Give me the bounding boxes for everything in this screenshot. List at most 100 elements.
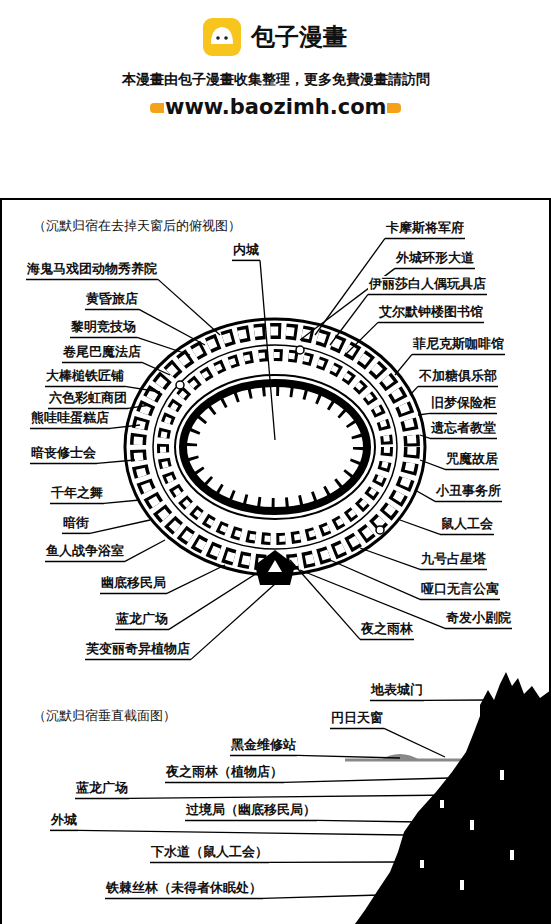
place-label: 卷尾巴魔法店 (62, 344, 142, 361)
leader-line (420, 599, 500, 601)
leader-line (142, 362, 170, 375)
leader-line (62, 362, 142, 364)
place-label: 奇发小剧院 (445, 610, 512, 627)
leader-line (290, 560, 360, 639)
leader-line (167, 565, 225, 593)
leader-line (260, 260, 275, 440)
place-label: 咒魔故居 (445, 451, 499, 468)
place-label: 芙变丽奇异植物店 (85, 641, 191, 658)
leader-line (50, 503, 104, 505)
leader-line (378, 322, 484, 324)
place-label: 伊丽莎白人偶玩具店 (368, 276, 487, 293)
panel-frame (1, 199, 550, 924)
place-label: 六色彩虹商团 (48, 390, 128, 407)
place-label: 哑口无言公寓 (420, 581, 500, 598)
leader-line (395, 268, 475, 270)
leader-line (370, 700, 424, 702)
place-label: 幽底移民局 (100, 575, 167, 592)
leader-line (300, 570, 445, 628)
leader-line (284, 778, 450, 782)
leader-line (395, 354, 412, 375)
leader-line (410, 386, 418, 395)
leader-line (232, 260, 260, 262)
leader-line (90, 520, 150, 533)
leader-line (158, 279, 220, 335)
leader-line (48, 408, 128, 410)
place-label: 夜之雨林（植物店） (165, 764, 284, 781)
leader-line (440, 534, 494, 536)
leader-line (420, 435, 430, 438)
place-label: 円日天窗 (330, 710, 384, 727)
leader-line (185, 820, 317, 822)
place-label: 暗丧修士会 (30, 445, 97, 462)
leader-line (330, 728, 384, 730)
leader-line (150, 862, 269, 864)
place-label: 不加糖俱乐部 (418, 368, 498, 385)
leader-line (415, 490, 435, 501)
leader-line (430, 413, 497, 415)
place-label: 大棒槌铁匠铺 (45, 368, 125, 385)
leader-line (129, 795, 455, 798)
place-label: 九号占星塔 (420, 551, 487, 568)
place-label: 外城 (50, 812, 78, 829)
leader-line (26, 279, 158, 281)
leader-line (418, 413, 430, 415)
heading-text: 本漫畫由包子漫畫收集整理，更多免費漫畫請訪問 (121, 70, 431, 88)
place-label: 黎明竞技场 (70, 319, 137, 336)
leader-line (445, 628, 512, 630)
place-label: 卡摩斯将军府 (385, 220, 465, 237)
logo-bun (211, 27, 233, 44)
leader-line (445, 469, 499, 471)
leader-line (137, 337, 190, 355)
leader-line (317, 820, 420, 822)
leader-line (104, 500, 140, 503)
place-label: 黑金维修站 (230, 737, 297, 754)
leader-line (125, 540, 165, 561)
place-label: 鼠人工会 (440, 516, 494, 533)
leader-line (384, 728, 445, 757)
leader-line (45, 561, 125, 563)
leader-line (230, 755, 297, 757)
leader-line (385, 238, 465, 240)
leader-line (105, 898, 263, 900)
leader-line (297, 755, 400, 758)
leader-line (30, 428, 110, 430)
leader-line (420, 569, 487, 571)
place-label: 熊哇哇蛋糕店 (30, 410, 110, 427)
place-label: 千年之舞 (50, 485, 104, 502)
leader-line (420, 460, 445, 469)
place-label: 旧梦保险柜 (430, 395, 497, 412)
leader-line (78, 830, 405, 835)
logo-eye (216, 36, 220, 40)
leader-line (30, 463, 97, 465)
leader-line (85, 659, 191, 661)
place-label: 铁棘丝林（未得者休眠处） (105, 880, 263, 897)
place-label: 遗忘者教堂 (430, 420, 497, 437)
place-label: 内城 (232, 242, 260, 259)
leader-line (269, 861, 400, 863)
leader-line (139, 309, 205, 345)
place-label: 艾尔默钟楼图书馆 (378, 304, 484, 321)
logo-eye (224, 36, 228, 40)
leader-line (263, 895, 380, 898)
leader-line (169, 570, 262, 629)
leader-line (100, 593, 167, 595)
place-label: 蓝龙广场 (115, 611, 169, 628)
leader-line (128, 405, 150, 408)
leader-line (50, 830, 78, 832)
place-label: 黄昏旅店 (85, 291, 139, 308)
leader-line (45, 386, 125, 388)
leader-line (368, 294, 487, 296)
leader-line (360, 639, 414, 641)
logo (203, 18, 241, 56)
leader-line (75, 798, 129, 800)
leader-line (191, 575, 285, 659)
place-label: 暗街 (62, 515, 90, 532)
place-label: 海鬼马戏团动物秀养院 (26, 261, 158, 278)
leader-line (360, 548, 420, 569)
place-label: 小丑事务所 (435, 483, 502, 500)
leader-line (97, 460, 135, 463)
leader-line (125, 386, 160, 392)
place-label: 地表城门 (370, 682, 424, 699)
